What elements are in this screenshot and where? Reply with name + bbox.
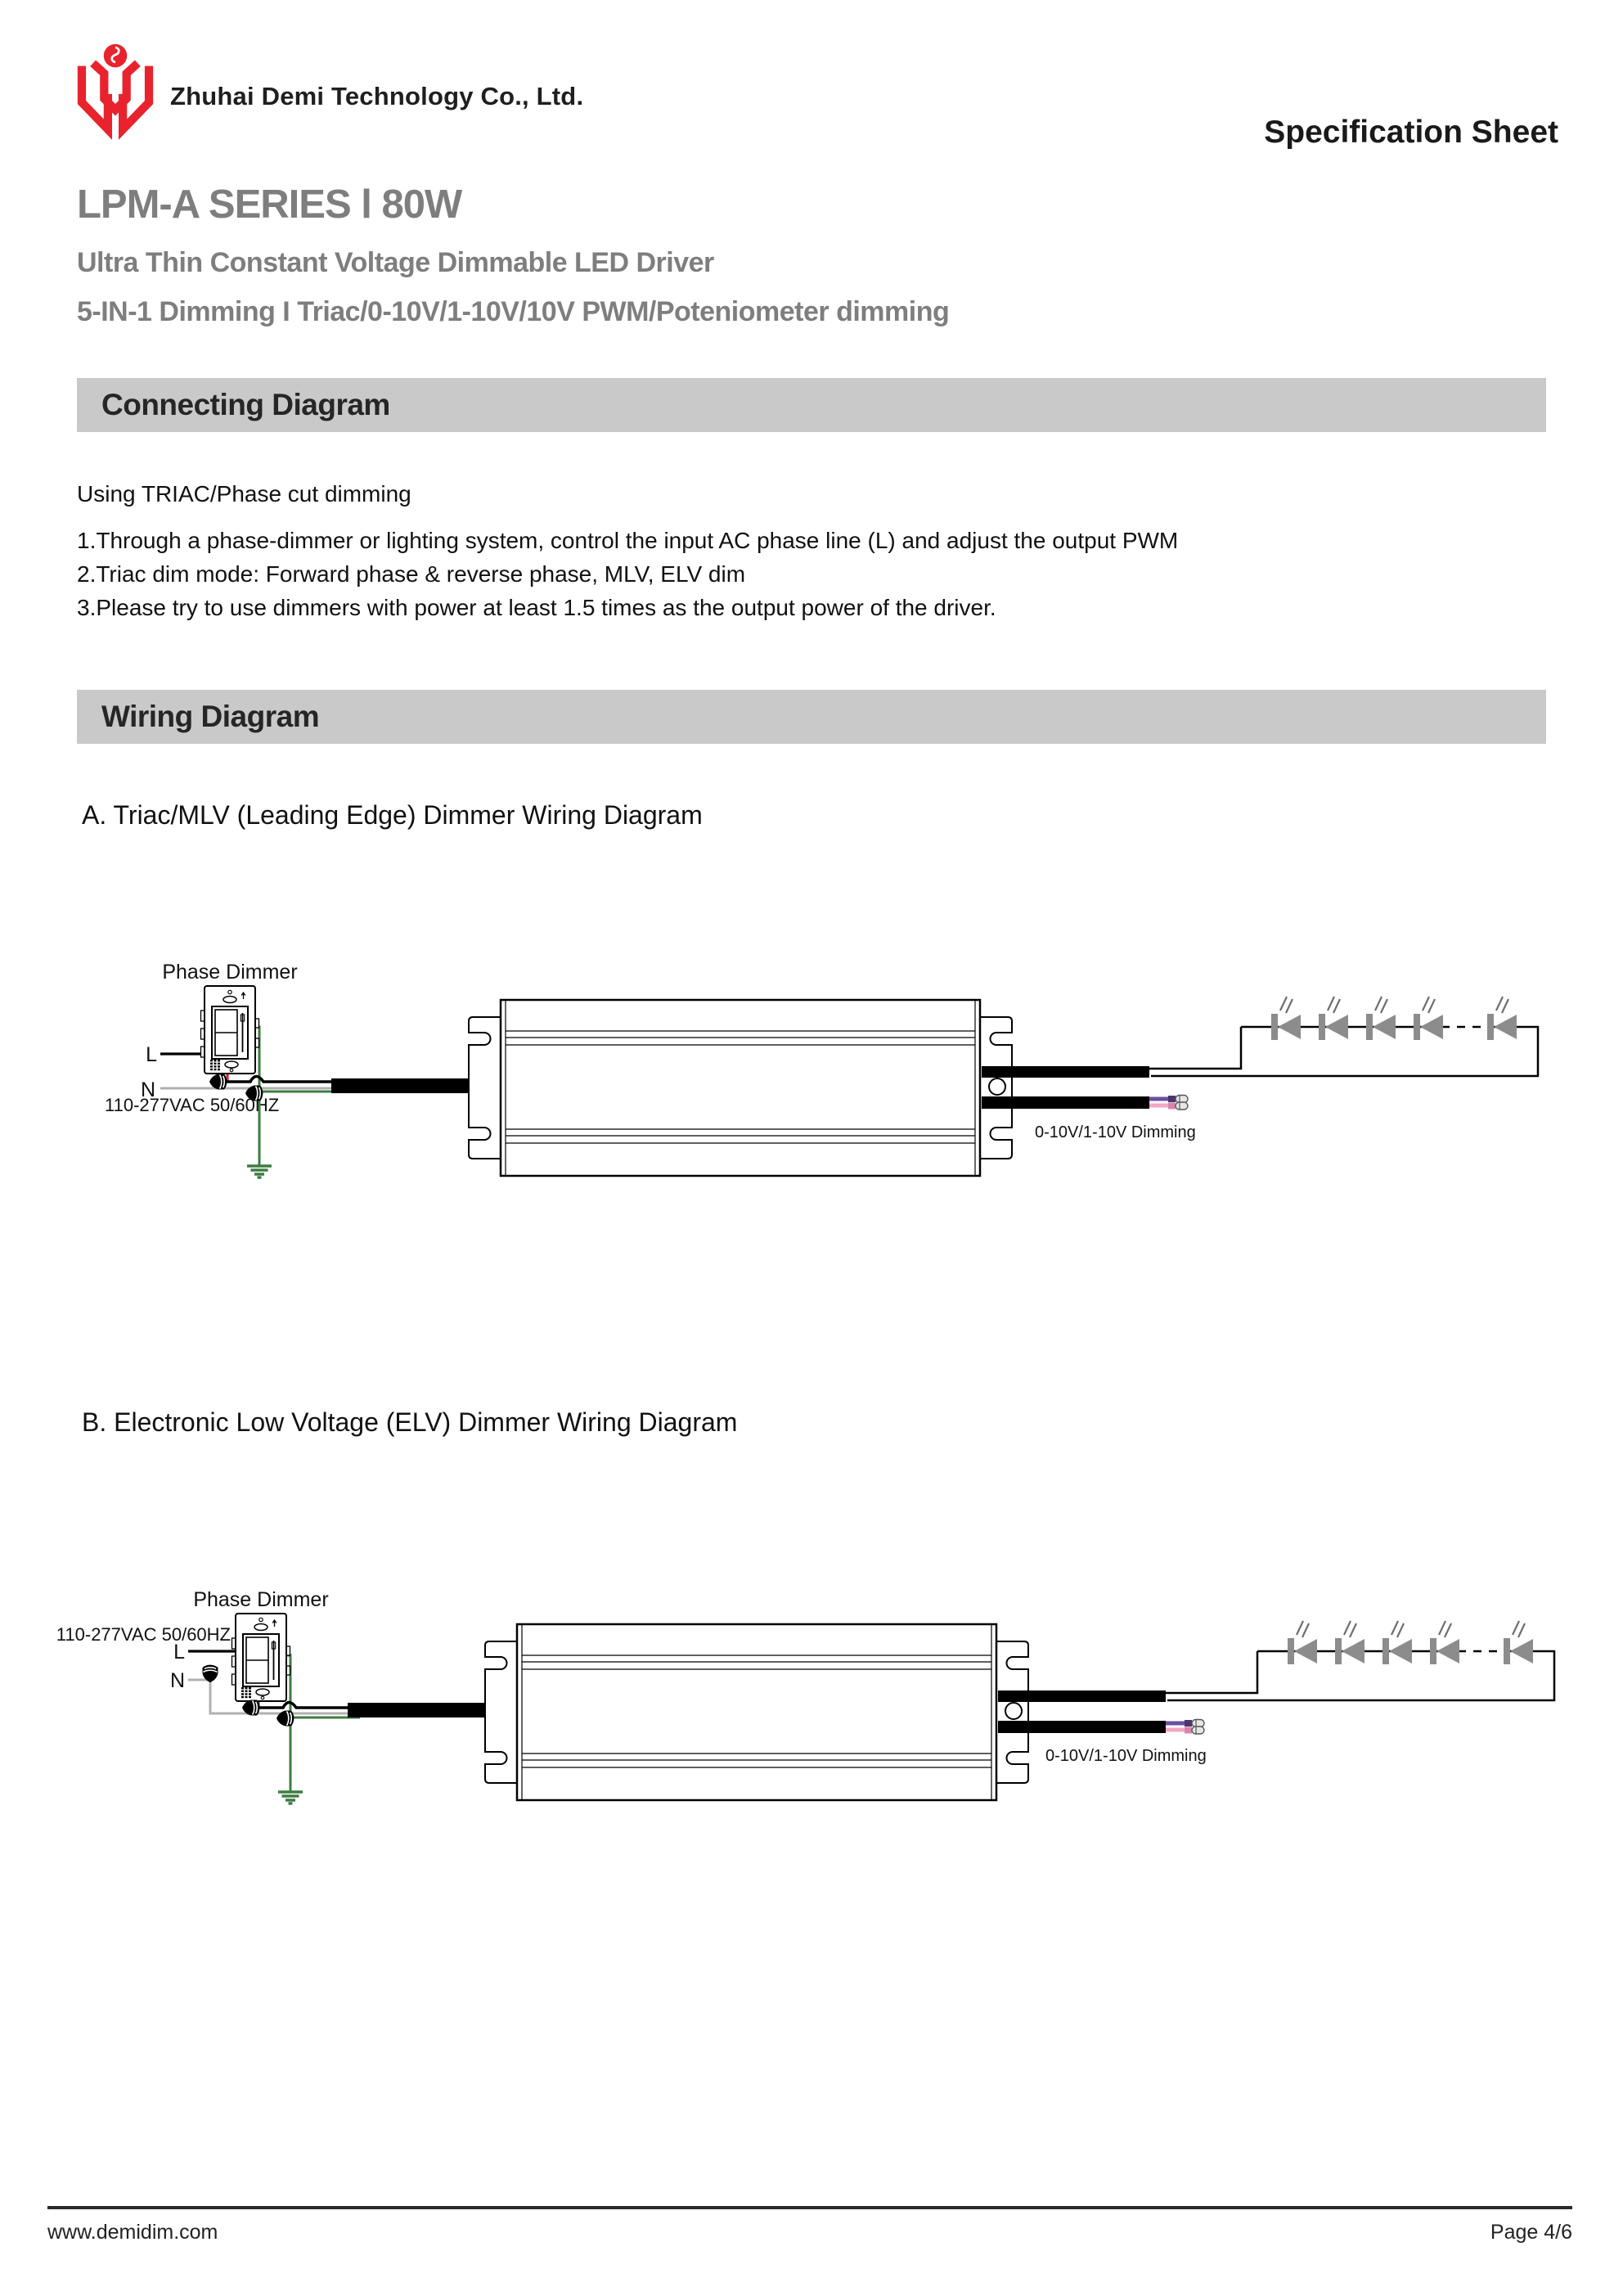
note-line: 1.Through a phase-dimmer or lighting sys…	[77, 528, 1179, 553]
demi-logo-icon	[77, 43, 154, 140]
input-voltage-label-b: 110-277VAC 50/60HZ	[56, 1624, 231, 1645]
dimming-subtitle: 5-IN-1 Dimming I Triac/0-10V/1-10V/10V P…	[77, 296, 950, 327]
led-driver-icon-a	[331, 997, 1538, 1176]
line-label-a: L	[146, 1043, 157, 1066]
phase-dimmer-label-a: Phase Dimmer	[162, 961, 297, 984]
company-logo	[69, 43, 162, 141]
section-heading: Wiring Diagram	[101, 700, 320, 733]
diagram-b: Phase Dimmer 110-277VAC 50/60HZ L N 0-10…	[56, 1588, 1554, 1805]
dimming-label-b: 0-10V/1-10V Dimming	[1045, 1747, 1207, 1765]
phase-dimmer-icon-a	[200, 985, 260, 1074]
footer-page-number: Page 4/6	[1490, 2221, 1572, 2244]
note-line: 2.Triac dim mode: Forward phase & revers…	[77, 561, 746, 587]
section-header-connecting: Connecting Diagram	[77, 378, 1546, 432]
footer-divider	[47, 2206, 1572, 2209]
neutral-label-b: N	[170, 1669, 185, 1692]
note-line: 3.Please try to use dimmers with power a…	[77, 595, 996, 620]
section-heading: Connecting Diagram	[101, 388, 390, 421]
sheet-title: Specification Sheet	[1264, 115, 1558, 150]
jumper-wire-a	[226, 1074, 332, 1083]
section-header-wiring: Wiring Diagram	[77, 690, 1546, 744]
jumper-wire-b	[257, 1700, 362, 1709]
company-name: Zhuhai Demi Technology Co., Ltd.	[170, 82, 584, 110]
product-subtitle: Ultra Thin Constant Voltage Dimmable LED…	[77, 247, 714, 278]
diagram-a-title: A. Triac/MLV (Leading Edge) Dimmer Wirin…	[82, 800, 703, 830]
phase-dimmer-icon-b	[231, 1613, 291, 1702]
footer-website: www.demidim.com	[47, 2221, 218, 2244]
diagram-a: Phase Dimmer L N 110-277VAC 50/60HZ 0-10…	[105, 961, 1538, 1179]
connecting-intro: Using TRIAC/Phase cut dimming	[77, 481, 411, 506]
dimming-label-a: 0-10V/1-10V Dimming	[1035, 1123, 1196, 1141]
diagram-b-title: B. Electronic Low Voltage (ELV) Dimmer W…	[82, 1407, 738, 1437]
led-driver-icon-b	[348, 1621, 1554, 1800]
line-label-b: L	[173, 1641, 185, 1663]
ground-symbol-a	[245, 1164, 273, 1179]
ground-symbol-b	[276, 1790, 304, 1805]
series-title: LPM-A SERIES l 80W	[77, 182, 462, 227]
connecting-notes: 1.Through a phase-dimmer or lighting sys…	[77, 524, 1178, 624]
phase-dimmer-label-b: Phase Dimmer	[193, 1588, 328, 1611]
neutral-label-a: N	[141, 1078, 155, 1101]
